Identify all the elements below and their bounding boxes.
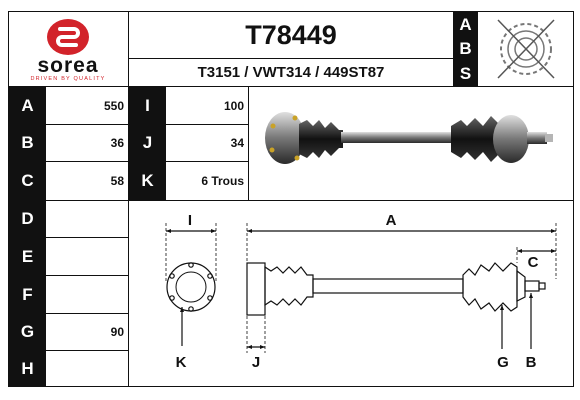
spec-value-f — [46, 276, 128, 313]
spec-label-b: B — [9, 125, 46, 161]
divider — [453, 11, 454, 86]
divider — [8, 124, 128, 125]
spec-value-h — [46, 351, 128, 386]
spec-value-e — [46, 238, 128, 275]
divider — [248, 86, 249, 200]
abs-letter: A — [459, 14, 472, 34]
spec-value-k: 6 Trous — [201, 174, 244, 188]
sheet-frame — [8, 11, 574, 387]
drawing-label-i: I — [187, 212, 193, 229]
drawing-label-g: G — [497, 354, 509, 371]
abs-letter: S — [459, 63, 472, 83]
cross-references: T3151 / VWT314 / 449ST87 — [197, 64, 385, 81]
spec-label-f: F — [9, 276, 46, 313]
spec-value-a: 550 — [103, 98, 124, 113]
spec-label-k: K — [129, 162, 166, 200]
spec-label-g: G — [9, 314, 46, 350]
brand-name: sorea — [37, 54, 99, 77]
drive-shaft-photo — [265, 112, 553, 164]
divider — [8, 161, 128, 162]
spec-value-d — [46, 201, 128, 237]
abs-column: A B S — [454, 12, 477, 86]
drawing-label-c: C — [527, 254, 539, 271]
divider — [8, 313, 128, 314]
abs-letter: B — [459, 39, 472, 58]
divider — [8, 200, 574, 201]
drawing-label-k: K — [175, 354, 187, 371]
technical-drawing — [165, 223, 557, 353]
divider — [128, 124, 248, 125]
spec-value-g: 90 — [110, 325, 124, 339]
abs-ring-crossed-icon — [497, 19, 555, 79]
divider — [8, 275, 128, 276]
drawing-label-j: J — [251, 354, 261, 371]
sorea-logo-icon — [47, 19, 89, 55]
spec-label-a: A — [9, 87, 46, 124]
divider — [128, 161, 248, 162]
spec-label-i: I — [129, 87, 166, 124]
brand-logo: sorea DRIVEN BY QUALITY — [10, 13, 126, 84]
divider — [477, 11, 478, 86]
spec-value-j: 34 — [230, 136, 244, 150]
spec-label-h: H — [9, 351, 46, 386]
drawing-label-b: B — [525, 354, 537, 371]
divider — [128, 58, 453, 59]
spec-label-d: D — [9, 201, 46, 237]
divider — [8, 86, 574, 87]
divider — [8, 237, 128, 238]
brand-tagline: DRIVEN BY QUALITY — [30, 76, 106, 82]
spec-value-b: 36 — [110, 136, 124, 150]
spec-value-c: 58 — [110, 174, 124, 188]
spec-label-e: E — [9, 238, 46, 275]
spec-label-c: C — [9, 162, 46, 200]
drawing-label-a: A — [385, 212, 397, 229]
divider — [128, 11, 129, 387]
spec-value-i: 100 — [223, 98, 244, 113]
divider — [8, 350, 128, 351]
spec-label-j: J — [129, 125, 166, 161]
part-number: T78449 — [245, 19, 337, 50]
